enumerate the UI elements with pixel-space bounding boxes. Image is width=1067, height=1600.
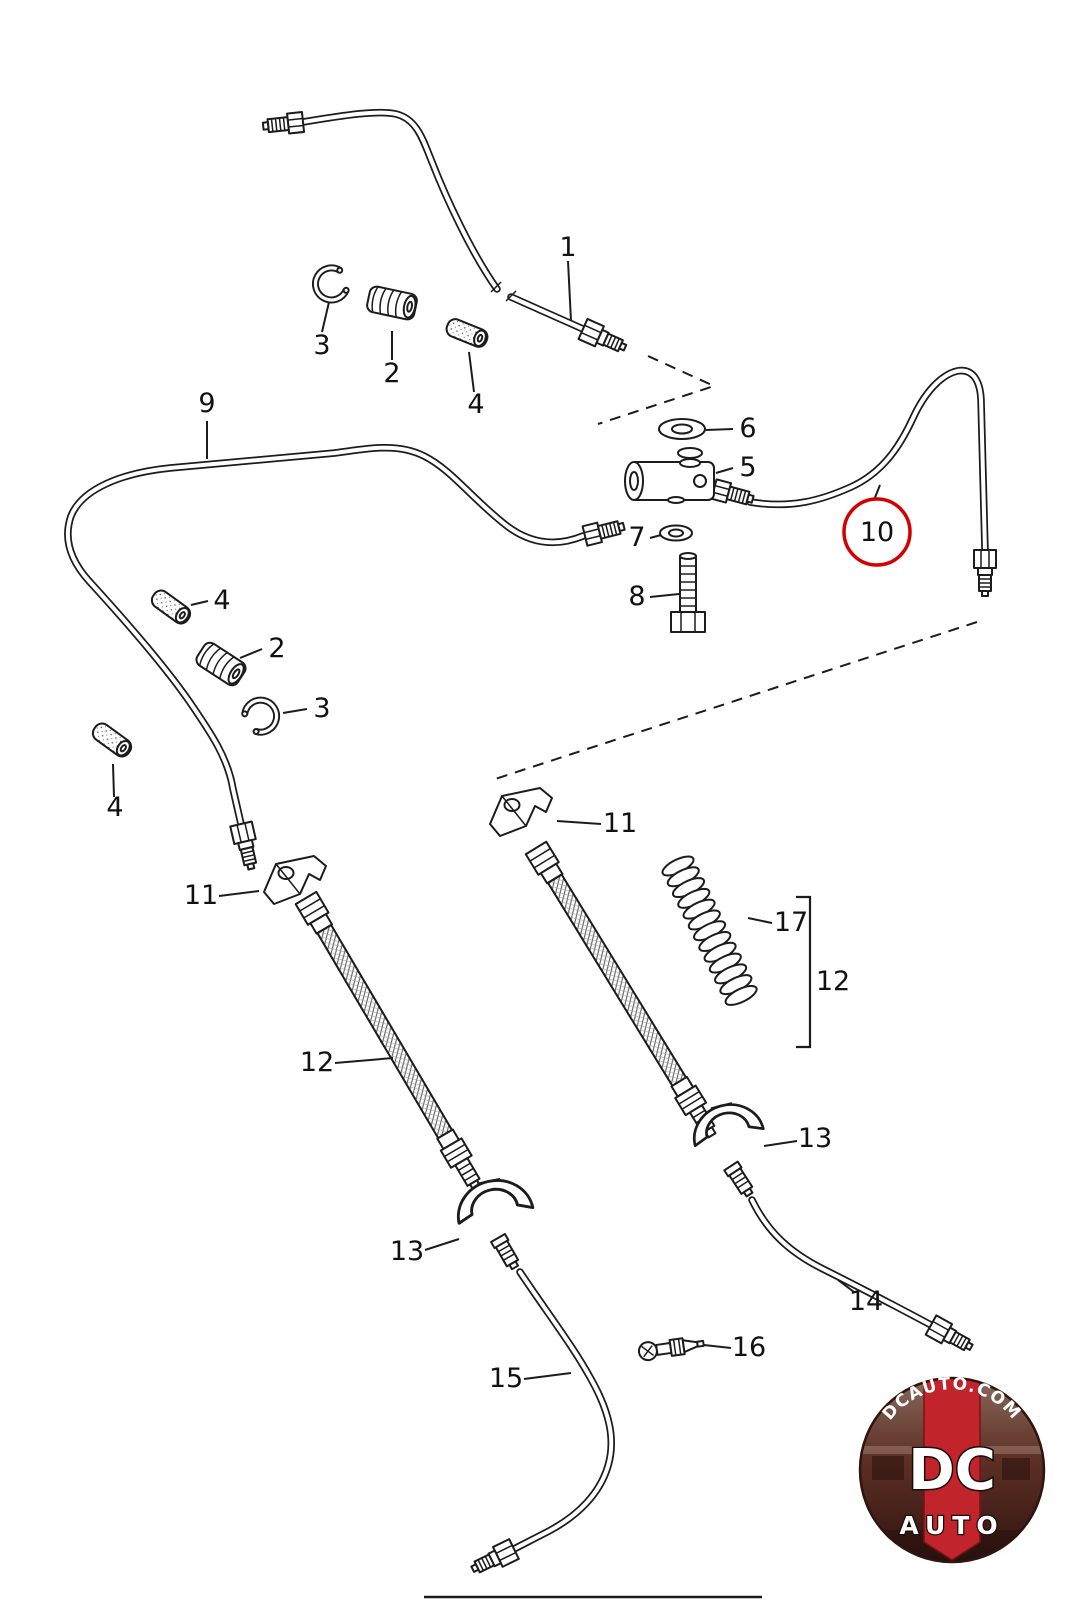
damper-sleeve-4 — [88, 719, 136, 761]
damper-sleeve-4 — [147, 586, 195, 628]
bleeder-valve-16 — [637, 1337, 705, 1362]
pipe-fitting — [229, 820, 264, 873]
retaining-bracket-11 — [489, 787, 553, 837]
brake-pipe-1 — [303, 113, 583, 329]
logo-ribbon — [923, 1378, 981, 1561]
pipe-fitting — [973, 549, 997, 597]
dc-auto-logo: DCAUTO.COM DC AUTO — [858, 1374, 1046, 1564]
damper-sleeve-4 — [443, 315, 491, 351]
brake-pipe-9 — [68, 448, 583, 824]
pipe-fitting — [466, 1538, 520, 1581]
callout-3: 3 — [313, 693, 330, 724]
callout-13: 13 — [390, 1236, 424, 1267]
clip-3 — [240, 694, 283, 737]
callout-7: 7 — [628, 522, 645, 553]
dashed-connector-line — [491, 355, 978, 781]
callout-1: 1 — [559, 232, 576, 263]
callout-12: 12 — [816, 966, 850, 997]
seal-ring-6 — [658, 418, 706, 440]
pipe-fitting — [581, 515, 628, 547]
pipe-fitting — [924, 1314, 978, 1358]
logo-ring — [858, 1376, 1046, 1564]
brake-pipe-15 — [514, 1272, 611, 1549]
callout-14: 14 — [849, 1286, 883, 1317]
coil-spring-17 — [661, 855, 758, 1006]
logo-brand-text: DC — [908, 1438, 996, 1503]
callouts: 1 3 2 4 6 5 7 8 9 10 4 2 3 4 11 11 12 17… — [106, 232, 894, 1394]
union-2 — [364, 284, 420, 322]
callout-12: 12 — [300, 1047, 334, 1078]
pipe-fitting — [577, 317, 631, 359]
clip-3 — [312, 265, 350, 304]
highlight-circle-10 — [842, 497, 912, 567]
callout-8: 8 — [628, 581, 645, 612]
pipe-fitting — [723, 1160, 758, 1200]
callout-2: 2 — [268, 633, 285, 664]
callout-5: 5 — [739, 452, 756, 483]
bolt-8 — [670, 552, 706, 633]
callout-2: 2 — [383, 358, 400, 389]
leader-lines — [112, 260, 881, 1380]
brake-pipe-14 — [752, 1200, 931, 1325]
callout-15: 15 — [489, 1363, 523, 1394]
callout-6: 6 — [739, 413, 756, 444]
pipe-fitting — [261, 111, 306, 138]
callout-11: 11 — [184, 880, 218, 911]
seal-ring-7 — [659, 524, 693, 542]
distributor-piece-5 — [624, 447, 715, 504]
callout-4: 4 — [213, 585, 230, 616]
callout-10: 10 — [860, 517, 894, 548]
callout-17: 17 — [774, 907, 808, 938]
callout-13: 13 — [798, 1123, 832, 1154]
callout-16: 16 — [732, 1332, 766, 1363]
group-bracket-12 — [796, 895, 812, 1049]
callout-4: 4 — [467, 389, 484, 420]
callout-4: 4 — [106, 792, 123, 823]
union-2 — [192, 639, 250, 689]
brake-hose-12 — [294, 890, 489, 1196]
pipe-fitting — [490, 1233, 523, 1273]
logo-sub-text: AUTO — [899, 1511, 1004, 1540]
callout-11: 11 — [603, 808, 637, 839]
callout-3: 3 — [313, 330, 330, 361]
callout-9: 9 — [198, 388, 215, 419]
